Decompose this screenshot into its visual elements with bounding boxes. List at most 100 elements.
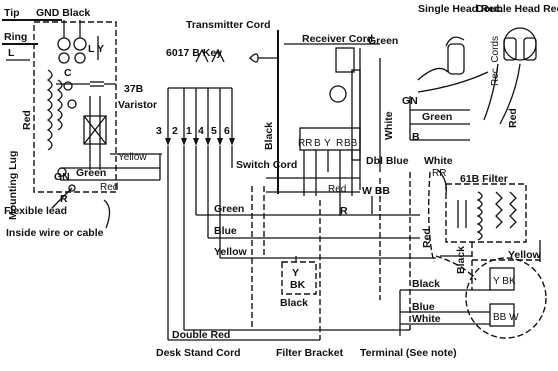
key-contact: [205, 138, 211, 146]
filter-resistor: [509, 191, 517, 229]
label-r-mid: R: [340, 205, 348, 217]
cord: [499, 63, 521, 125]
label-white-vertical: White: [383, 111, 395, 140]
key-contact: [229, 138, 235, 146]
label-green-mid: Green: [76, 167, 106, 179]
terminal-circle: [73, 37, 87, 51]
terminal-block: [465, 240, 547, 339]
label-flexible-lead: Flexible lead: [4, 205, 67, 217]
label-green-top: Green: [368, 35, 398, 47]
key-contact: [193, 138, 199, 146]
filter-61b: [427, 169, 527, 263]
inside-wire: [103, 199, 111, 229]
label-term-3: 3: [156, 125, 162, 137]
label-single-head: Single Head Rec.: [418, 3, 503, 15]
label-r-small: R: [336, 138, 343, 149]
label-mounting-lug: Mounting Lug: [7, 151, 19, 220]
flexible-lead: [51, 187, 73, 209]
label-red-small: Red: [100, 182, 118, 193]
label-switch-cord: Switch Cord: [236, 159, 297, 171]
label-receiver-cord: Receiver Cord: [302, 33, 373, 45]
filter-coil: [476, 191, 483, 241]
label-tip: Tip: [4, 7, 20, 19]
filter-resistor: [495, 191, 503, 229]
terminal-circle: [68, 184, 76, 192]
label-yellow-right: Yellow: [508, 249, 542, 261]
key-6017b: [165, 48, 235, 340]
double-receiver: [503, 37, 517, 61]
terminal-box: [489, 267, 515, 291]
headband: [445, 36, 465, 47]
label-gnd-black: GND Black: [36, 7, 90, 19]
terminal-box: [489, 303, 515, 327]
dashed-wire: [435, 255, 477, 281]
label-transmitter-cord: Transmitter Cord: [186, 19, 271, 31]
label-gn: GN: [54, 171, 70, 183]
key-contact: [165, 138, 171, 146]
receiver-hook: [335, 47, 355, 73]
label-rec-cords: Rec. Cords: [490, 36, 501, 86]
subset-box: [2, 19, 117, 229]
varistor-symbol: [83, 115, 107, 145]
label-green-right: Green: [422, 111, 452, 123]
label-white-low: White: [412, 313, 441, 325]
key-spring: [195, 48, 209, 63]
label-term-6: 6: [224, 125, 230, 137]
label-blue-run: Blue: [214, 225, 237, 237]
label-black-vertical: Black: [263, 122, 275, 150]
stand-body: [351, 69, 361, 161]
transmitter-plug: [249, 53, 259, 63]
label-inside-wire: Inside wire or cable: [6, 227, 104, 239]
single-receiver: [447, 43, 465, 75]
label-l-y: L Y: [88, 43, 104, 55]
label-filter: 61B Filter: [460, 173, 508, 185]
label-gn-right: GN: [402, 95, 418, 107]
label-b: B: [314, 138, 321, 149]
double-receiver: [523, 37, 537, 61]
label-rr: RR: [298, 138, 312, 149]
terminal-circle: [67, 99, 77, 109]
coil: [46, 69, 53, 151]
wire-runs: [60, 153, 490, 341]
labels: Tip GND Black Ring L L Y C 37B Varistor …: [4, 3, 558, 359]
key-spring: [211, 48, 225, 63]
double-headband: [503, 27, 537, 61]
label-term-2: 2: [172, 125, 178, 137]
label-37b: 37B: [124, 83, 144, 95]
black-box: [281, 261, 317, 295]
subset-outline: [33, 21, 117, 193]
label-w-bb: W BB: [362, 185, 390, 197]
label-filter-bracket: Filter Bracket: [276, 347, 344, 359]
label-terminal-note: Terminal (See note): [360, 347, 457, 359]
label-black-box: Black: [280, 297, 308, 309]
label-black-filter: Black: [455, 246, 467, 274]
label-term-1: 1: [186, 125, 192, 137]
label-double-red: Double Red: [172, 329, 230, 341]
headsets: [409, 27, 537, 141]
label-term-5: 5: [211, 125, 217, 137]
label-white-rr: White: [424, 155, 453, 167]
cord: [417, 67, 449, 81]
label-black-run: Black: [412, 278, 440, 290]
filter-outline: [445, 183, 527, 243]
label-red-diag: Red: [421, 228, 433, 248]
dashed-wire: [427, 171, 435, 263]
label-l: L: [8, 47, 15, 59]
varistor-diagonal: [83, 115, 107, 145]
cord: [417, 71, 489, 93]
label-y: Y: [324, 138, 331, 149]
terminal-strip: [299, 127, 361, 151]
wire: [437, 169, 447, 195]
terminal-circle: [58, 52, 70, 64]
label-c: C: [64, 67, 72, 79]
transmitter: [249, 30, 279, 194]
label-rr-right: RR: [432, 168, 446, 179]
label-yellow-top: Yellow: [118, 152, 147, 163]
label-term-4: 4: [198, 125, 204, 137]
label-b-right: B: [412, 131, 420, 143]
label-blue-low: Blue: [412, 301, 435, 313]
label-bb: BB: [344, 138, 358, 149]
label-bb-w: BB W: [493, 312, 519, 323]
